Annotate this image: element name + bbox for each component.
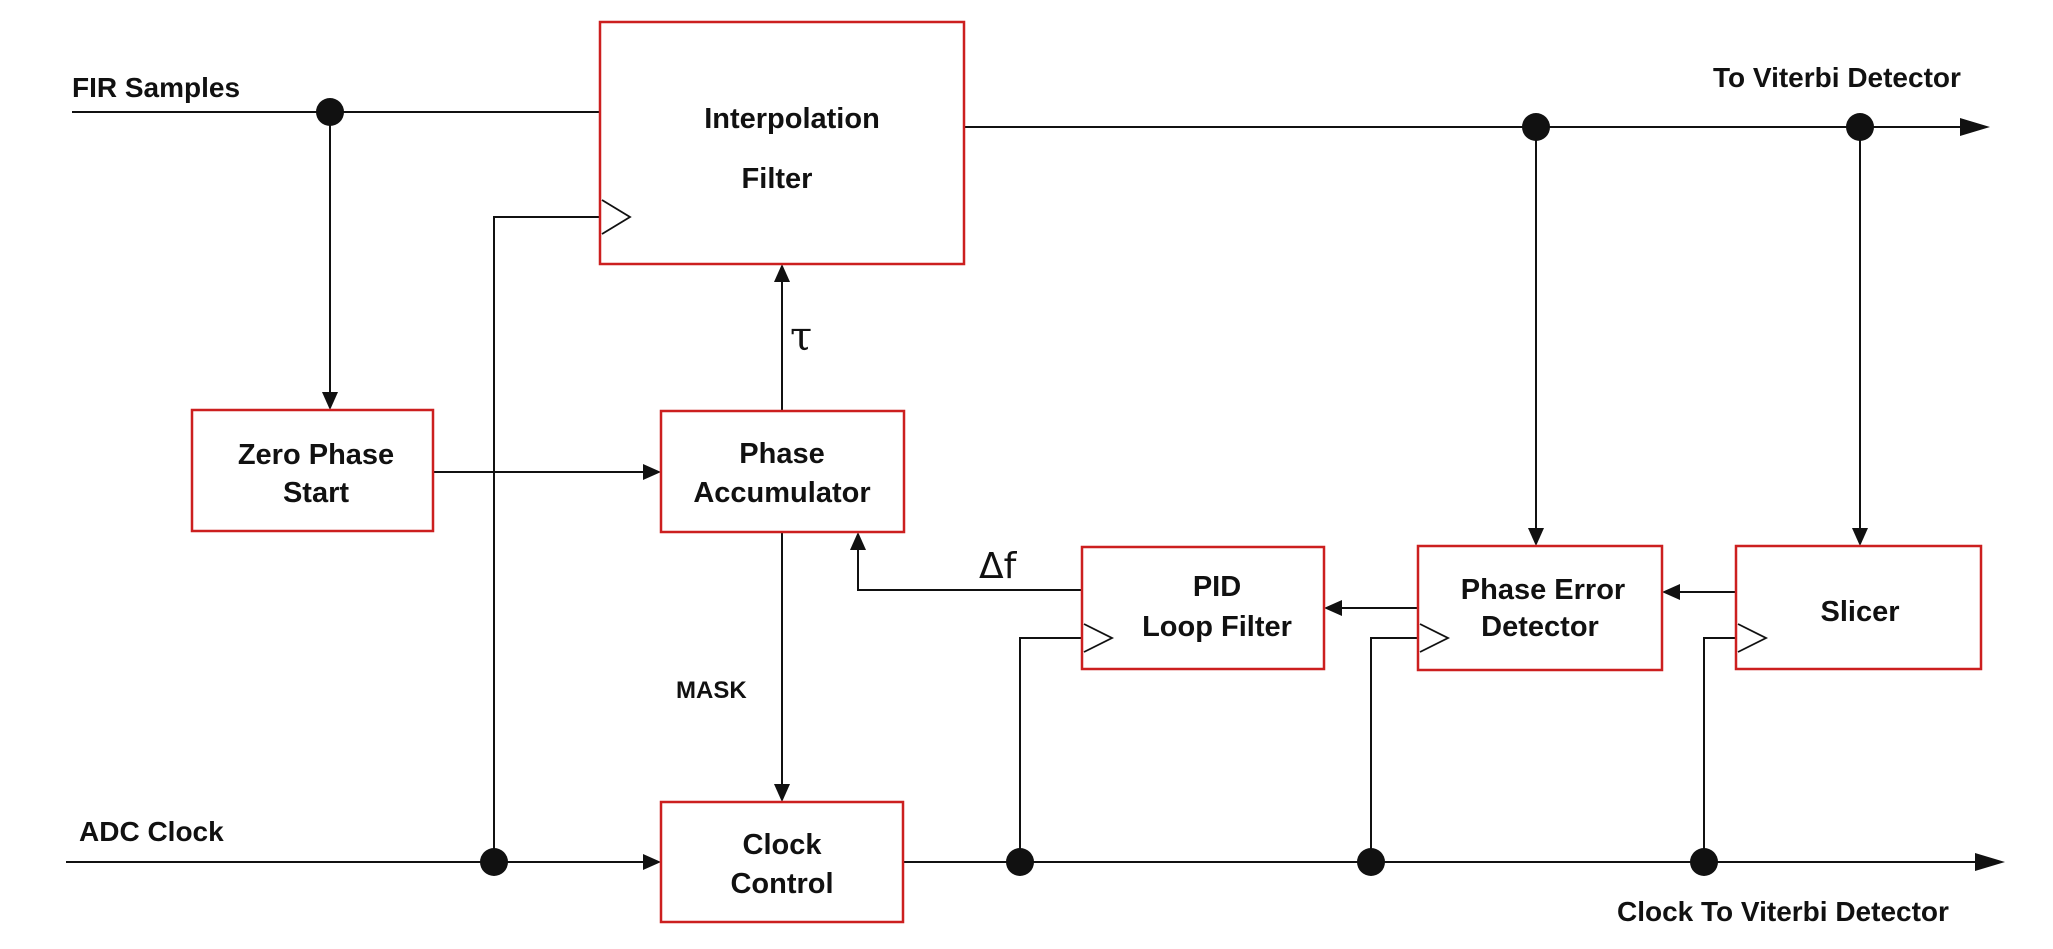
junction-out-ped [1522, 113, 1550, 141]
pid-loop-filter-block: PID Loop Filter [1080, 545, 1326, 671]
slicer-label: Slicer [1821, 596, 1900, 628]
arrow-tau [774, 264, 790, 282]
arrow-to-viterbi [1960, 118, 1990, 136]
wire-clock-to-interp [493, 216, 600, 862]
interpolation-filter-label-1: Interpolation [704, 103, 880, 135]
junction-adc [480, 848, 508, 876]
delta-f-label: Δf [979, 546, 1018, 587]
arrow-to-zero-phase [322, 392, 338, 410]
mask-label: MASK [676, 677, 747, 704]
clock-control-label-1: Clock [743, 829, 823, 861]
arrow-to-clock-control [643, 854, 661, 870]
pid-loop-filter-label-1: PID [1193, 571, 1241, 603]
arrow-delta-f [850, 532, 866, 550]
junction-clk-slicer [1690, 848, 1718, 876]
zero-phase-start-label-1: Zero Phase [238, 439, 394, 471]
fir-samples-label: FIR Samples [72, 72, 240, 103]
phase-accumulator-label-2: Accumulator [693, 477, 870, 509]
clock-input-icon [601, 199, 632, 235]
slicer-block: Slicer [1734, 544, 1983, 671]
clock-to-viterbi-label: Clock To Viterbi Detector [1617, 896, 1949, 927]
wire-clock-to-ped [1370, 637, 1418, 862]
arrow-to-accum [643, 464, 661, 480]
clock-control-label-2: Control [730, 868, 833, 900]
clock-input-icon [1737, 623, 1769, 653]
tau-label: τ [790, 314, 812, 360]
pid-loop-filter-label-2: Loop Filter [1142, 611, 1292, 643]
phase-accumulator-block: Phase Accumulator [659, 409, 906, 534]
arrow-to-phase-error [1528, 528, 1544, 546]
interpolation-filter-block: Interpolation Filter [598, 20, 966, 266]
clock-input-icon [1083, 623, 1115, 653]
to-viterbi-label: To Viterbi Detector [1713, 62, 1961, 93]
junction-fir [316, 98, 344, 126]
phase-error-detector-block: Phase Error Detector [1416, 544, 1664, 672]
wire-clock-to-slicer [1703, 637, 1736, 862]
arrow-mask [774, 784, 790, 802]
junction-clk-pid [1006, 848, 1034, 876]
zero-phase-start-label-2: Start [283, 477, 349, 509]
arrow-clock-to-viterbi [1975, 853, 2005, 871]
interpolation-filter-label-2: Filter [742, 163, 813, 195]
clock-input-icon [1419, 623, 1451, 653]
adc-clock-label: ADC Clock [79, 816, 224, 847]
arrow-to-pid [1324, 600, 1342, 616]
phase-error-detector-label-2: Detector [1481, 611, 1599, 643]
arrow-to-slicer [1852, 528, 1868, 546]
clock-control-block: Clock Control [659, 800, 905, 924]
junction-clk-ped [1357, 848, 1385, 876]
phase-error-detector-label-1: Phase Error [1461, 574, 1625, 606]
zero-phase-start-block: Zero Phase Start [190, 408, 435, 533]
wire-clock-to-pid [1019, 637, 1082, 862]
arrow-to-ped [1662, 584, 1680, 600]
phase-accumulator-label-1: Phase [739, 438, 824, 470]
junction-out-slicer [1846, 113, 1874, 141]
wire-delta-f [857, 548, 1082, 591]
